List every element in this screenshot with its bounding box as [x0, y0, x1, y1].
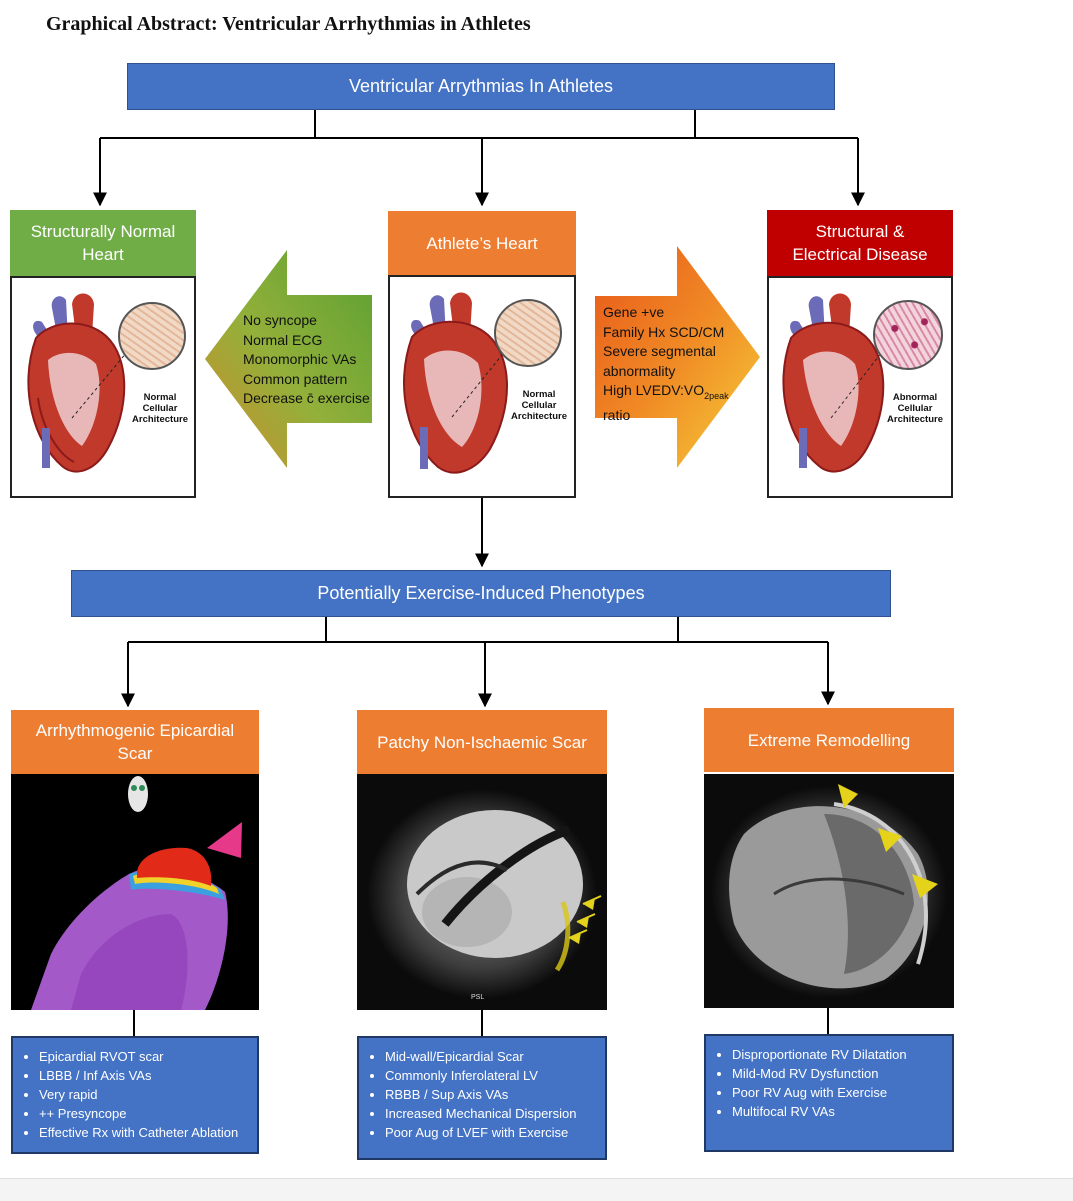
top-title-bar: Ventricular Arrythmias In Athletes — [127, 63, 835, 110]
mri-scan-icon — [711, 784, 947, 998]
heart-illustration-icon — [27, 293, 133, 473]
cell-magnifier-icon — [494, 299, 562, 367]
mri-scan-icon — [367, 789, 602, 999]
mri-label: PSL — [471, 994, 485, 1001]
disease-criteria-arrow: Gene +ve Family Hx SCD/CM Severe segment… — [595, 246, 760, 468]
criterion-gene-positive: Gene +ve — [603, 304, 665, 320]
criterion-no-syncope: No syncope — [243, 312, 317, 328]
abnormal-cell-magnifier-icon — [873, 300, 943, 370]
yellow-arrowhead-marker — [912, 874, 938, 898]
detail-item: Multifocal RV VAs — [732, 1102, 952, 1121]
pink-arrowhead-marker — [207, 822, 242, 858]
detail-item: LBBB / Inf Axis VAs — [39, 1066, 257, 1085]
cell-magnifier-icon — [118, 302, 186, 370]
detail-item: Epicardial RVOT scar — [39, 1047, 257, 1066]
detail-item: Disproportionate RV Dilatation — [732, 1045, 952, 1064]
detail-item: Mild-Mod RV Dysfunction — [732, 1064, 952, 1083]
heart-illustration-icon — [403, 292, 511, 474]
detail-item: Increased Mechanical Dispersion — [385, 1104, 605, 1123]
normal-criteria-arrow: No syncope Normal ECG Monomorphic VAs Co… — [205, 250, 372, 468]
structurally-normal-header: Structurally Normal Heart — [10, 210, 196, 276]
criterion-normal-ecg: Normal ECG — [243, 331, 323, 348]
yellow-arrowhead-marker — [838, 784, 858, 808]
extreme-remodelling-details: Disproportionate RV Dilatation Mild-Mod … — [704, 1034, 954, 1152]
mri-scan-image: PSL — [357, 774, 607, 1010]
epicardial-scar-header: Arrhythmogenic Epicardial Scar — [11, 710, 259, 774]
extreme-remodelling-header: Extreme Remodelling — [704, 708, 954, 772]
bottom-strip — [0, 1178, 1073, 1201]
page-title: Graphical Abstract: Ventricular Arrhythm… — [46, 13, 531, 35]
criterion-lvedv-ratio: High LVEDV:VO2peak — [603, 382, 729, 401]
yellow-arrowhead-marker — [878, 828, 902, 852]
electroanatomic-map-image — [11, 774, 259, 1010]
criterion-family-history: Family Hx SCD/CM — [603, 323, 725, 340]
epicardial-scar-details: Epicardial RVOT scar LBBB / Inf Axis VAs… — [11, 1036, 259, 1154]
detail-item: Commonly Inferolateral LV — [385, 1066, 605, 1085]
detail-item: ++ Presyncope — [39, 1104, 257, 1123]
criterion-abnormality: abnormality — [603, 362, 676, 379]
detail-item: RBBB / Sup Axis VAs — [385, 1085, 605, 1104]
criterion-decrease-exercise: Decrease c̄ exercise — [243, 390, 370, 406]
detail-item: Poor RV Aug with Exercise — [732, 1083, 952, 1102]
criterion-severe-segmental: Severe segmental — [603, 343, 716, 359]
criterion-common-pattern: Common pattern — [243, 370, 348, 387]
phenotypes-bar: Potentially Exercise-Induced Phenotypes — [71, 570, 891, 617]
detail-item: Effective Rx with Catheter Ablation — [39, 1123, 257, 1142]
patchy-scar-header: Patchy Non-Ischaemic Scar — [357, 710, 607, 774]
electroanatomic-map-icon — [31, 776, 242, 1010]
detail-item: Very rapid — [39, 1085, 257, 1104]
detail-item: Poor Aug of LVEF with Exercise — [385, 1123, 605, 1142]
criterion-monomorphic: Monomorphic VAs — [243, 351, 357, 367]
heart-illustration-icon — [782, 293, 886, 473]
patchy-scar-details: Mid-wall/Epicardial Scar Commonly Infero… — [357, 1036, 607, 1160]
detail-item: Mid-wall/Epicardial Scar — [385, 1047, 605, 1066]
criterion-ratio: ratio — [603, 407, 631, 424]
structural-disease-header: Structural & Electrical Disease — [767, 210, 953, 276]
athletes-heart-header: Athlete’s Heart — [388, 211, 576, 275]
remodelling-mri-image — [704, 774, 954, 1008]
